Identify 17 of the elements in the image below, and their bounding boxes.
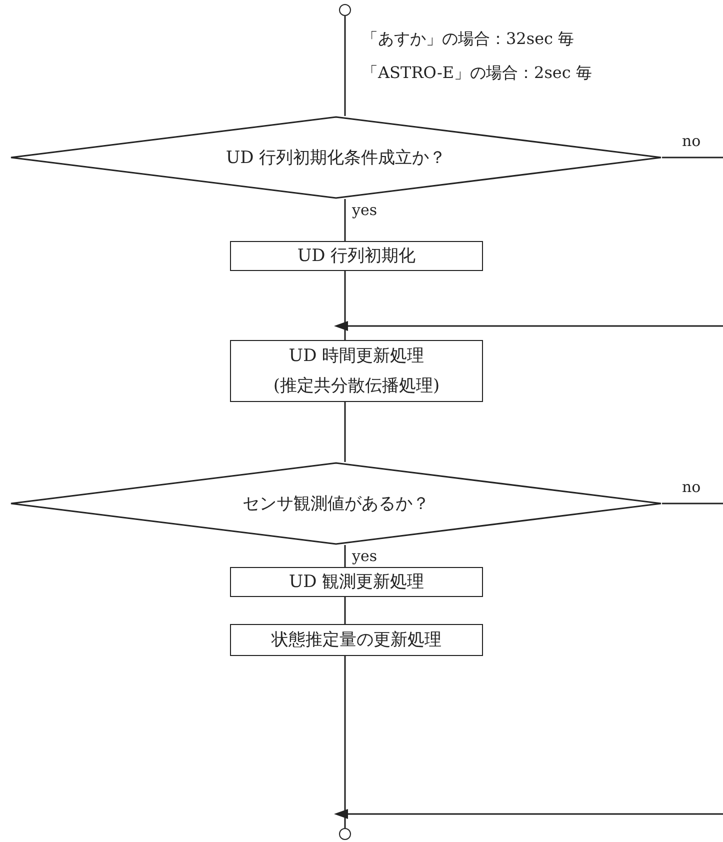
connector-line (344, 16, 346, 116)
arrow (334, 321, 723, 331)
connector-line (344, 199, 346, 241)
arrow (334, 809, 723, 819)
process-box: 状態推定量の更新処理 (230, 624, 483, 656)
connector-line (344, 402, 346, 462)
connector-line (662, 502, 723, 504)
terminal-circle (339, 828, 351, 840)
terminal-circle (339, 4, 351, 16)
process-box: UD 時間更新処理 (推定共分散伝播処理) (230, 340, 483, 402)
process-box: UD 行列初期化 (230, 241, 483, 271)
connector-line (662, 156, 723, 158)
decision-diamond: UD 行列初期化条件成立か？ (10, 116, 662, 199)
connector-line (344, 597, 346, 624)
connector-line (344, 545, 346, 567)
process-box: UD 観測更新処理 (230, 567, 483, 597)
decision-diamond: センサ観測値があるか？ (10, 462, 662, 545)
